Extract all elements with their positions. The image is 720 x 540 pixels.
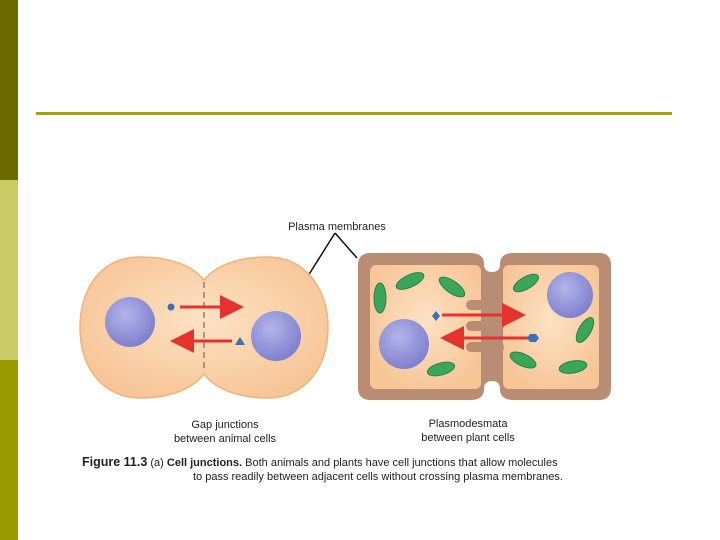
caption-heading: Cell junctions. <box>166 457 243 469</box>
plasmodesmata-label-line2: between plant cells <box>421 432 515 444</box>
gap-junctions-label: Gap junctions between animal cells <box>150 418 300 446</box>
gap-junctions-label-line2: between animal cells <box>173 433 277 445</box>
chloroplast <box>513 273 539 293</box>
chloroplast <box>575 317 595 343</box>
caption-text-line1: Both animals and plants have cell juncti… <box>245 457 558 469</box>
chloroplast <box>438 276 466 298</box>
animal-nucleus-right <box>251 311 301 361</box>
sidebar-segment-bottom <box>0 360 18 540</box>
molecule-triangle <box>235 337 245 345</box>
plasmodesmata-label-line1: Plasmodesmata <box>428 418 508 430</box>
figure-part: (a) <box>150 457 164 469</box>
plasma-membranes-label: Plasma membranes <box>288 221 386 233</box>
animal-cells <box>79 256 329 399</box>
plasmodesma-channel-top <box>466 300 504 310</box>
membrane-pointer-lines <box>307 232 358 277</box>
chloroplast <box>558 360 588 374</box>
figure-caption: Figure 11.3 (a) Cell junctions. Both ani… <box>82 455 642 484</box>
caption-text-line2: to pass readily between adjacent cells w… <box>193 471 563 483</box>
animal-nucleus-left <box>105 297 155 347</box>
gap-junctions-label-line1: Gap junctions <box>191 419 259 431</box>
plasmodesmata-label: Plasmodesmata between plant cells <box>398 417 538 445</box>
molecule-hexagon <box>527 334 539 342</box>
plant-nucleus-left <box>379 319 429 369</box>
molecule-circle <box>167 303 175 311</box>
plant-nucleus-right <box>547 272 593 318</box>
sidebar-segment-top <box>0 0 18 180</box>
title-rule <box>36 112 672 115</box>
plasmodesma-channel-middle <box>466 321 504 331</box>
chloroplast <box>395 272 425 290</box>
chloroplast <box>509 351 537 369</box>
plant-cells <box>358 253 611 400</box>
figure-number: Figure 11.3 <box>82 455 148 469</box>
chloroplast <box>426 361 456 377</box>
chloroplast <box>373 282 387 314</box>
sidebar-segment-middle <box>0 180 18 360</box>
molecule-diamond <box>432 311 440 321</box>
plasmodesma-channel-bottom <box>466 342 504 352</box>
